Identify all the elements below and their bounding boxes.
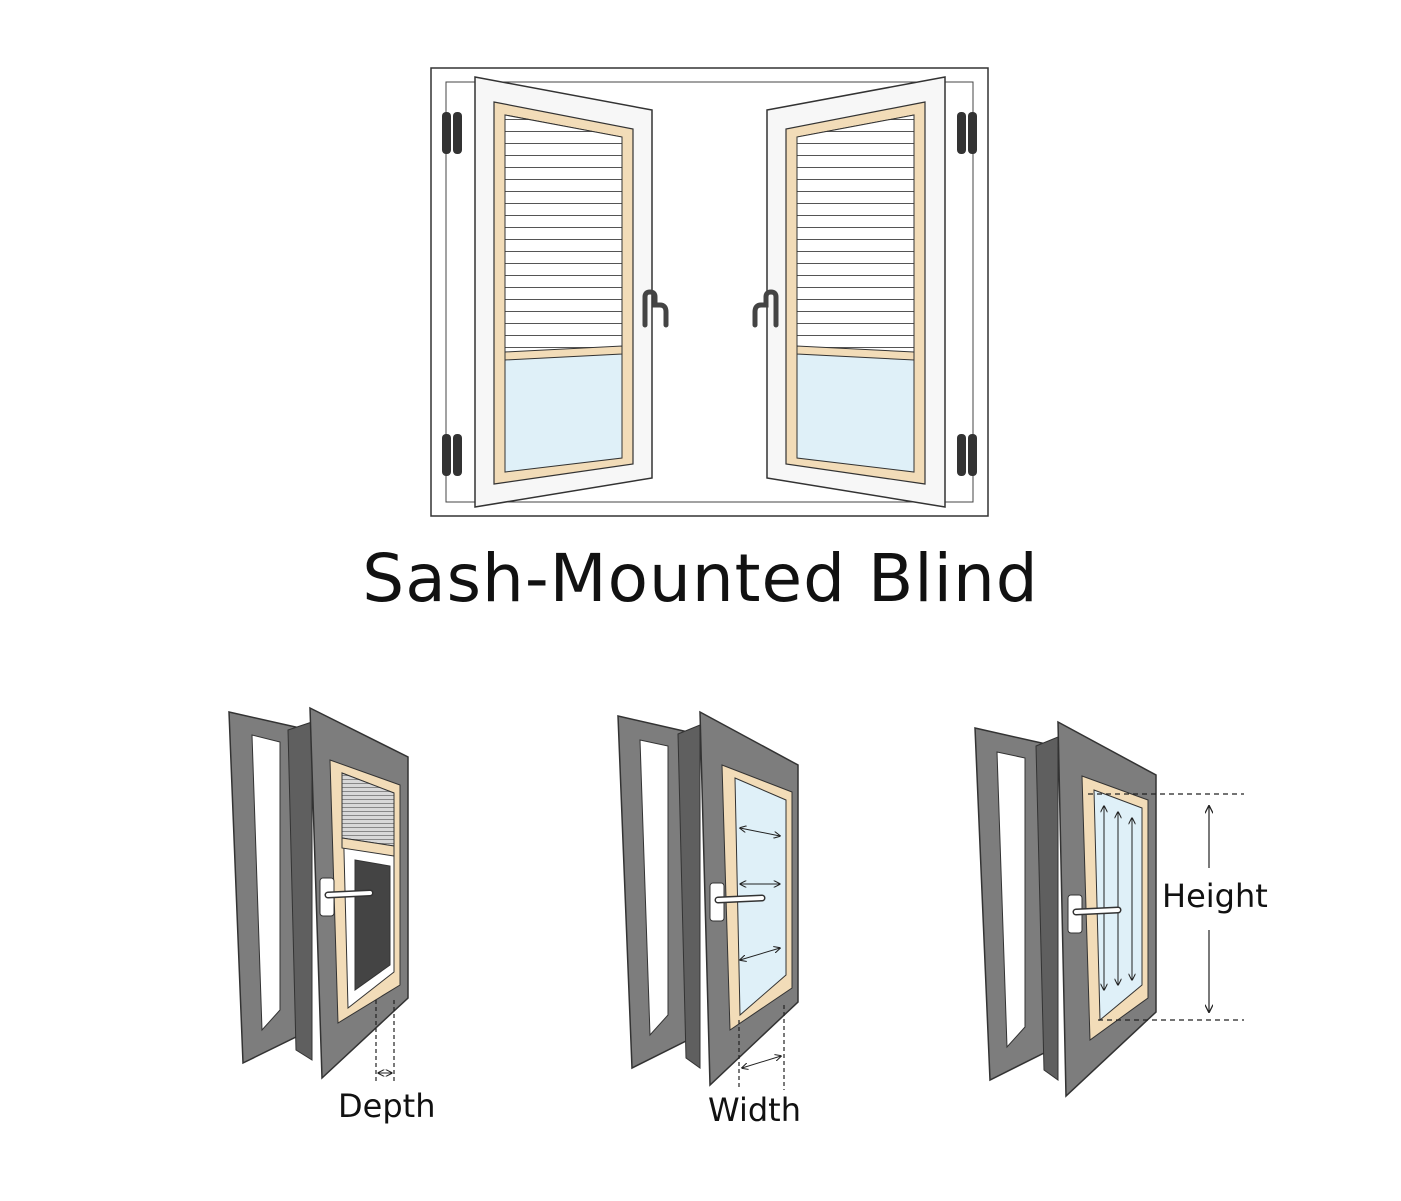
handle-icon xyxy=(709,882,766,922)
width-label: Width xyxy=(708,1091,801,1129)
width-measure-illustration xyxy=(617,710,799,1090)
height-label: Height xyxy=(1162,877,1268,915)
height-measure-illustration xyxy=(974,720,1244,1098)
depth-measure-illustration xyxy=(228,706,409,1082)
depth-label: Depth xyxy=(338,1087,436,1125)
handle-icon xyxy=(642,289,669,328)
page-title: Sash-Mounted Blind xyxy=(362,540,1039,617)
handle-icon xyxy=(752,289,779,328)
casement-window-illustration xyxy=(430,67,989,517)
left-sash xyxy=(474,76,669,508)
handle-icon xyxy=(319,877,374,917)
handle-icon xyxy=(1067,894,1122,934)
hinge-icon xyxy=(442,112,977,476)
right-sash xyxy=(752,76,946,508)
